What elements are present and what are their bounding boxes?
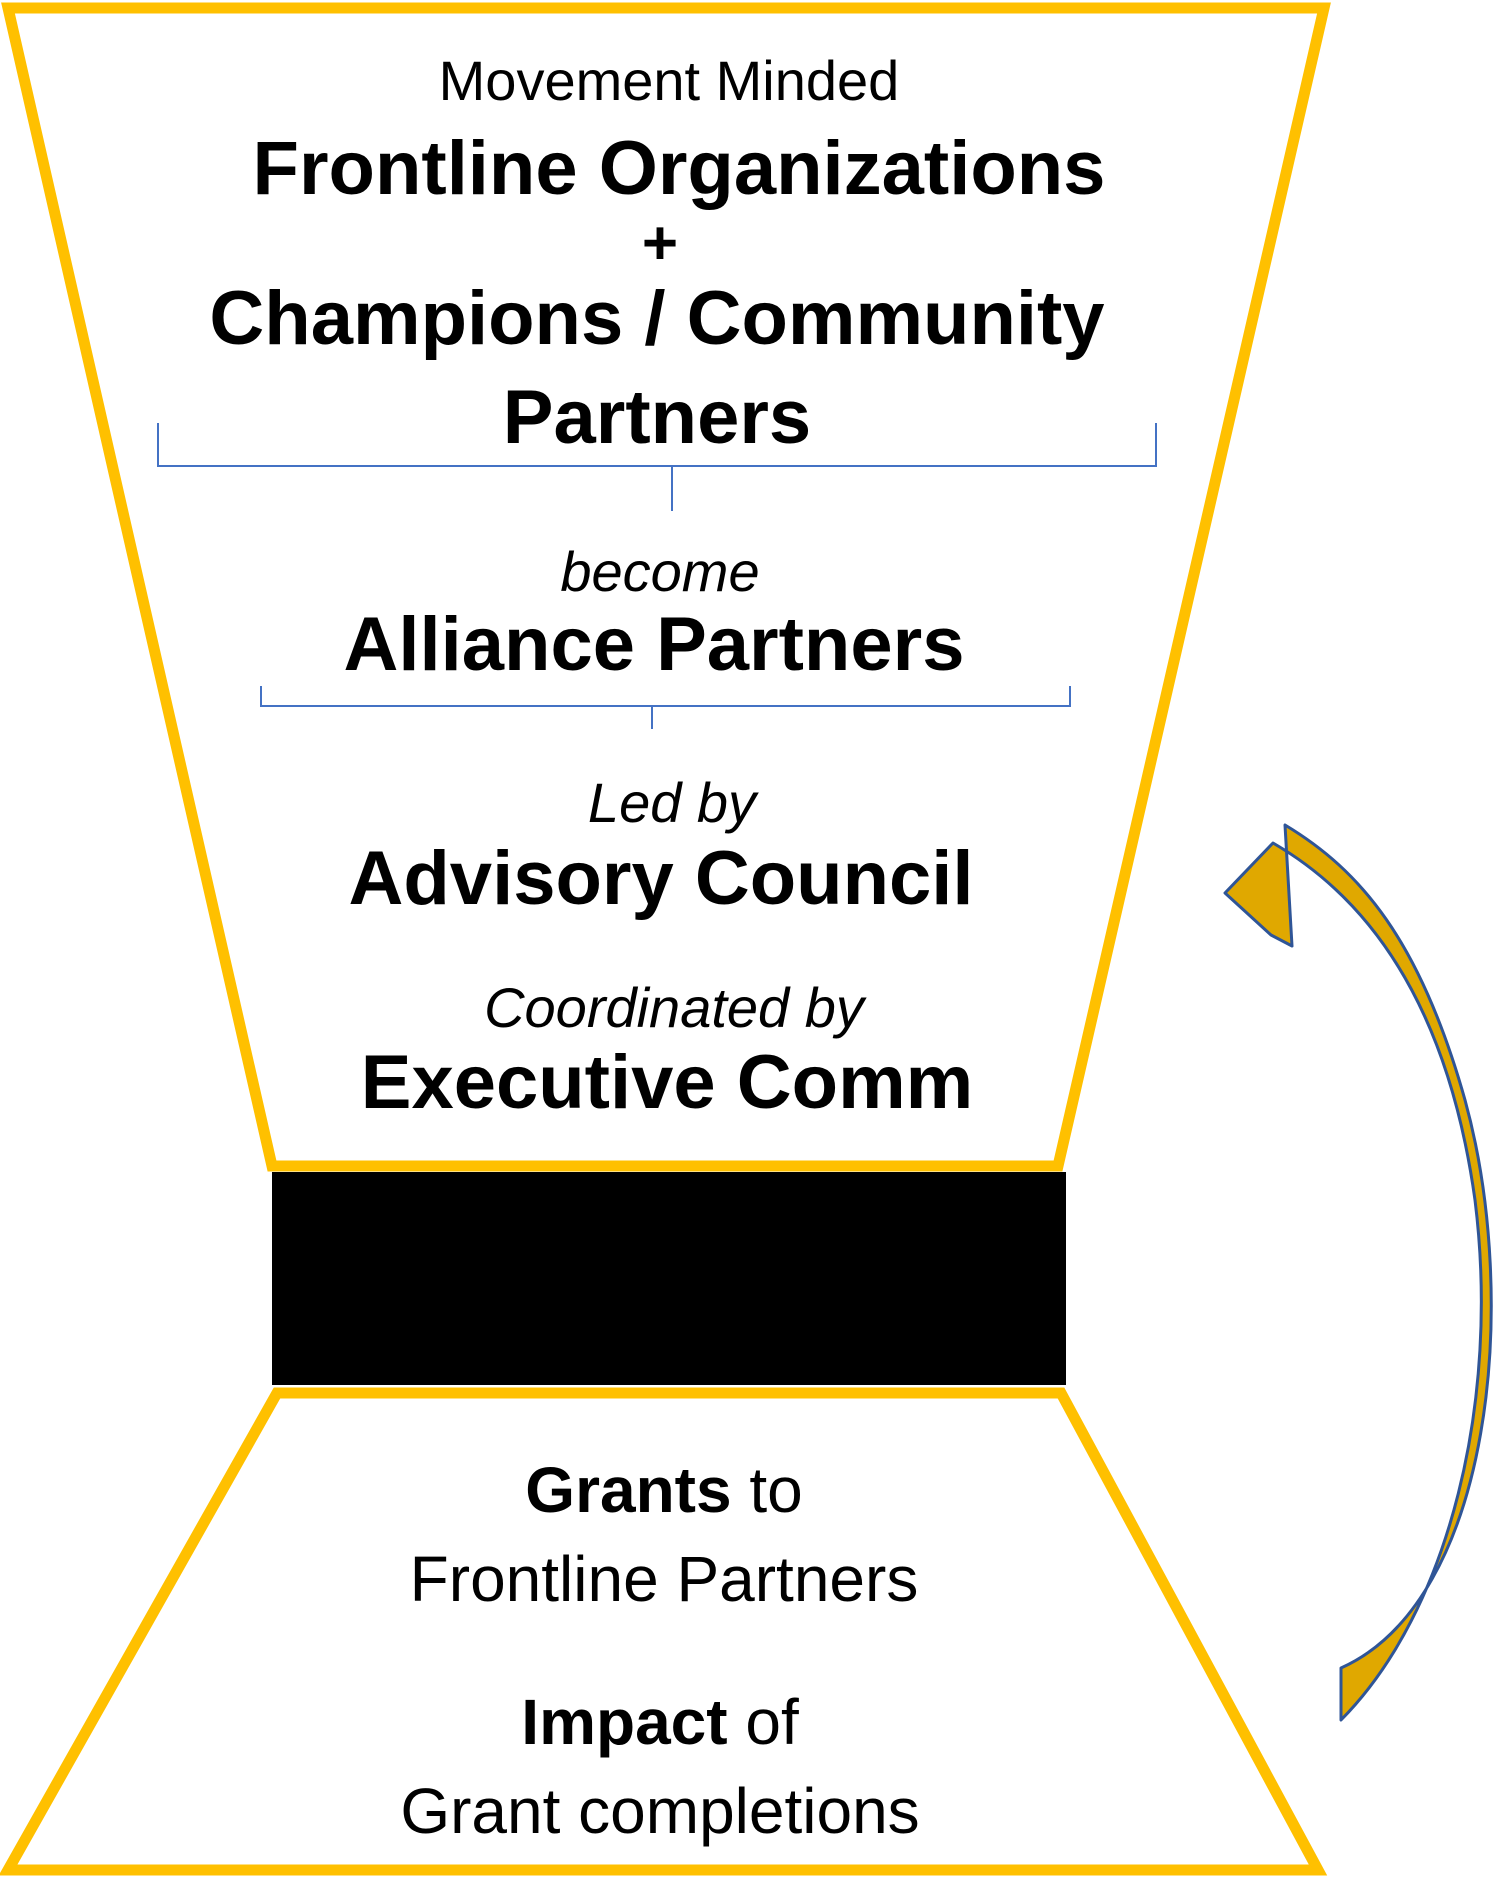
advisory-council-text: Advisory Council <box>349 836 974 921</box>
curved-feedback-arrow-icon <box>1223 823 1493 1722</box>
alliance-partners-text: Alliance Partners <box>344 602 965 687</box>
frontline-partners-text: Frontline Partners <box>410 1543 919 1615</box>
impact-rest: of <box>728 1686 799 1758</box>
grants-bold: Grants <box>525 1454 731 1526</box>
bottom-funnel-shape <box>0 1387 1328 1876</box>
bracket-lower <box>260 686 1071 729</box>
plus-sign: + <box>642 209 678 278</box>
top-funnel-shape <box>1 2 1331 1172</box>
bracket-upper <box>157 423 1157 511</box>
grants-line: Grants to <box>525 1454 802 1526</box>
executive-comm-text: Executive Comm <box>361 1040 973 1125</box>
group-line-frontline: Frontline Organizations <box>253 126 1106 211</box>
grants-rest: to <box>732 1454 803 1526</box>
donor-advised-fund-band <box>272 1172 1066 1385</box>
donor-advised-fund-label: Donor Advised Fund <box>318 1244 1004 1322</box>
group-line-champions: Champions / Community <box>209 276 1104 361</box>
impact-line: Impact of <box>521 1686 799 1758</box>
grant-completions-text: Grant completions <box>400 1775 919 1847</box>
impact-bold: Impact <box>521 1686 727 1758</box>
become-text: become <box>560 540 759 603</box>
coordinated-by-text: Coordinated by <box>484 976 867 1039</box>
led-by-text: Led by <box>588 771 759 834</box>
intro-text: Movement Minded <box>439 49 900 112</box>
group-line-partners: Partners <box>503 375 811 460</box>
